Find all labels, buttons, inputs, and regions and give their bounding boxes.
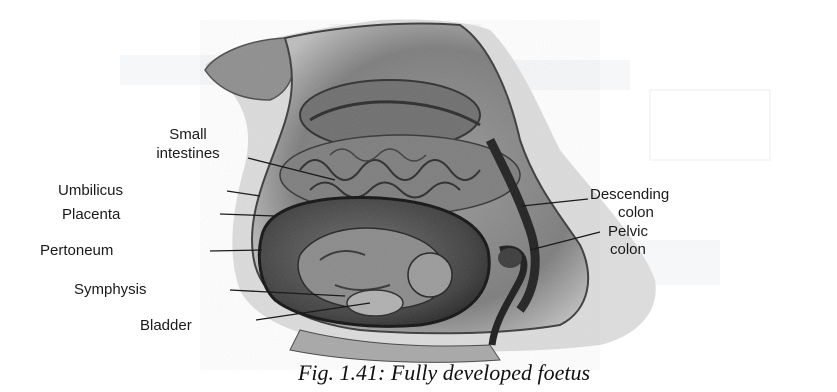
label-symphysis: Symphysis: [74, 281, 147, 298]
label-pelvic-colon-1: Pelvic: [608, 223, 649, 240]
label-descending-colon-1: Descending: [590, 186, 669, 203]
label-pertoneum: Pertoneum: [40, 242, 113, 259]
torso-illustration: [200, 19, 656, 370]
label-umbilicus: Umbilicus: [58, 182, 123, 199]
label-bladder: Bladder: [140, 317, 192, 334]
label-pelvic-colon-2: colon: [610, 241, 646, 258]
figure-caption: Fig. 1.41: Fully developed foetus: [297, 360, 590, 385]
label-descending-colon-2: colon: [618, 204, 654, 221]
label-small-intestines-1: Small: [169, 126, 207, 143]
label-placenta: Placenta: [62, 206, 121, 223]
label-small-intestines-2: intestines: [156, 145, 219, 162]
